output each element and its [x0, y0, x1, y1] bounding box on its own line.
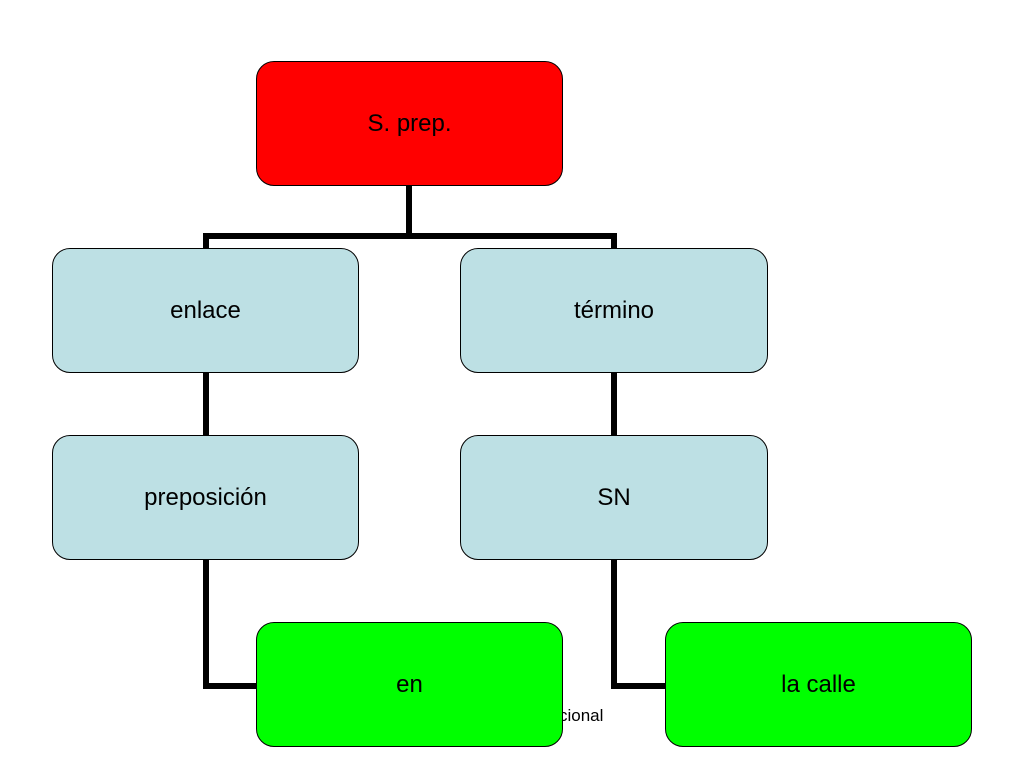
node-sn: SN	[460, 435, 768, 560]
root-node-label: S. prep.	[367, 109, 452, 137]
root-to-termino-connector	[409, 233, 617, 249]
node-preposicion-label: preposición	[144, 483, 267, 511]
footer-text-fragment: cional	[559, 706, 604, 725]
node-preposicion: preposición	[52, 435, 359, 560]
node-enlace: enlace	[52, 248, 359, 373]
node-termino: término	[460, 248, 768, 373]
node-enlace-label: enlace	[170, 296, 241, 324]
node-la-calle: la calle	[665, 622, 972, 747]
root-to-branches-connector	[203, 186, 412, 249]
node-termino-label: término	[573, 296, 655, 324]
preposicion-to-en-connector	[203, 559, 258, 689]
sn-to-la-calle-connector	[611, 559, 666, 689]
node-en: en	[256, 622, 563, 747]
node-en-label: en	[396, 670, 423, 698]
node-la-calle-label: la calle	[781, 670, 856, 698]
root-node-s-prep: S. prep.	[256, 61, 563, 186]
node-sn-label: SN	[597, 483, 631, 511]
